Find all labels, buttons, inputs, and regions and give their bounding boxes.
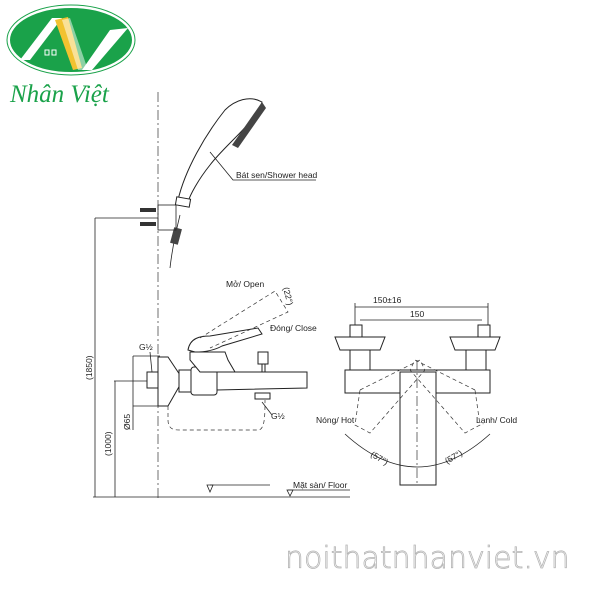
shower-head <box>157 98 266 269</box>
cold-label: Lạnh/ Cold <box>476 415 517 425</box>
height-valve-label: (1000) <box>103 431 113 456</box>
watermark: noithatnhanviet.vn <box>285 541 570 576</box>
center-distance-label: 150 <box>410 309 424 319</box>
wall-screws <box>140 208 156 226</box>
open-angle-label: (22°) <box>281 286 295 307</box>
hot-label: Nóng/ Hot <box>316 415 355 425</box>
angle-hot-label: (57°) <box>369 449 390 467</box>
outlet-bottom-label: G½ <box>271 411 285 421</box>
shower-head-leader <box>209 151 316 181</box>
floor-marker-icon <box>206 484 214 494</box>
shower-head-label: Bát sen/Shower head <box>236 170 318 180</box>
angle-cold-label: (57°) <box>443 448 464 466</box>
flange-diameter-label: Ø65 <box>122 414 132 430</box>
close-label: Đóng/ Close <box>270 323 317 333</box>
center-distance-range-label: 150±16 <box>373 295 402 305</box>
brand-logo <box>6 4 136 76</box>
floor-label: Mặt sàn/ Floor <box>293 480 347 490</box>
height-total-label: (1850) <box>84 355 94 380</box>
inlet-top-label: G½ <box>139 342 153 352</box>
faucet-side-view <box>146 290 308 431</box>
faucet-front-view <box>334 303 501 486</box>
brand-name: Nhân Việt <box>9 81 110 108</box>
open-label: Mở/ Open <box>226 279 264 289</box>
